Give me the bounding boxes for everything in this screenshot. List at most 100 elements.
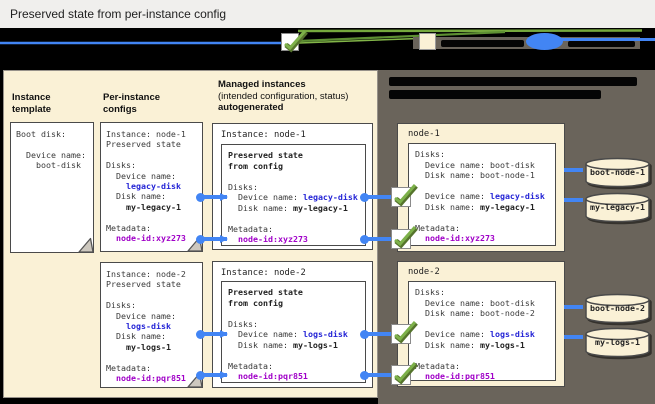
disks-label: Disks:: [106, 300, 136, 311]
disks-label: Disks:: [415, 149, 445, 159]
connector-dot: [196, 192, 205, 202]
device-name-label: Device name:: [26, 149, 86, 160]
device-name-label: Device name:: [116, 310, 176, 321]
disk-connector-line: [564, 198, 583, 202]
managed-instance-title: Instance: node-1: [221, 130, 306, 140]
preserved-state-line: Preserved state: [106, 139, 181, 150]
vm-title: node-1: [408, 129, 440, 139]
disk-cylinder-boot-node-1: boot-node-1: [582, 156, 653, 188]
metadata-label: Metadata:: [228, 223, 273, 234]
disk-name-value: my-logs-1: [479, 339, 525, 350]
device-name-label: Device name:: [238, 192, 298, 202]
preserved-state-title: Preserved state: [228, 287, 303, 297]
managed-instance-node-2-box: Instance: node-2 Preserved state from co…: [212, 261, 373, 388]
managed-header-line1: Managed instances: [218, 79, 306, 90]
instance-line: Instance: node-2: [106, 269, 186, 279]
boot-device-value: boot-disk: [489, 159, 535, 170]
managed-header-line2: (intended configuration, status): [218, 90, 349, 102]
disk-name-label: Disk name:: [425, 170, 475, 180]
boot-device-value: boot-disk: [489, 297, 535, 308]
preserved-state-title: Preserved state: [228, 150, 303, 160]
disk-name-label: Disk name:: [425, 201, 475, 212]
disk-label: my-logs-1: [595, 337, 640, 347]
title-bar: Preserved state from per-instance config: [0, 0, 655, 28]
instance-template-box: Boot disk: Device name: boot-disk: [10, 122, 94, 253]
connector-line: [364, 195, 397, 199]
preserved-state-title2: from config: [228, 160, 283, 171]
device-name-value: logs-disk: [126, 321, 171, 332]
boot-disk-value: boot-node-2: [479, 308, 535, 318]
green-checkmark-icon: [281, 30, 308, 53]
per-instance-config-node-1-box: Instance: node-1 Preserved state Disks: …: [100, 122, 203, 252]
boot-disk-label: Boot disk:: [16, 129, 66, 139]
metadata-label: Metadata:: [415, 360, 460, 371]
disks-label: Disks:: [415, 287, 445, 297]
disk-name-value: my-legacy-1: [126, 201, 181, 212]
disk-name-value: my-logs-1: [292, 339, 338, 350]
preserved-config-swatch-icon: [419, 33, 436, 50]
column-header-per-instance-configs: Per-instance configs: [103, 92, 161, 115]
disk-label: boot-node-1: [590, 167, 645, 177]
connector-dot: [196, 234, 205, 244]
metadata-label: Metadata:: [228, 360, 273, 371]
column-header-instance-template: Instance template: [12, 92, 52, 115]
device-name-value: legacy-disk: [489, 191, 545, 201]
disk-connector-line: [564, 168, 583, 172]
device-name-value: boot-disk: [36, 160, 81, 171]
connector-dot: [196, 370, 205, 380]
connector-dot: [359, 329, 369, 339]
disks-label: Disks:: [228, 181, 258, 192]
connector-arrowhead: [220, 370, 228, 379]
disk-connector-line: [564, 305, 583, 309]
disks-label: Disks:: [106, 160, 136, 171]
connector-line: [200, 332, 227, 336]
vm-actual-state-box: Disks: Device name:boot-disk Disk name:b…: [408, 281, 556, 381]
disk-label: boot-node-2: [590, 303, 645, 313]
device-name-label: Device name:: [116, 170, 176, 181]
per-instance-config-node-2-box: Instance: node-2 Preserved state Disks: …: [100, 262, 203, 388]
device-name-value: legacy-disk: [126, 181, 181, 192]
vm-node-1-box: node-1 Disks: Device name: boot-disk Disk…: [397, 123, 565, 252]
device-name-value: legacy-disk: [302, 192, 358, 202]
managed-header-line3: autogenerated: [218, 102, 284, 113]
disks-label: Disks:: [228, 318, 258, 329]
disk-name-value: my-logs-1: [126, 341, 171, 352]
folded-corner-icon: [78, 237, 94, 253]
metadata-label: Metadata:: [415, 222, 460, 233]
metadata-value: node-id:xyz273: [116, 233, 186, 244]
state-match-checkmark-icon: [391, 321, 418, 344]
state-match-checkmark-icon: [391, 184, 418, 207]
disk-name-label: Disk name:: [238, 202, 288, 213]
metadata-value: node-id:pqr851: [425, 371, 495, 381]
metadata-label: Metadata:: [106, 222, 151, 233]
connector-arrowhead: [220, 234, 228, 243]
connector-line: [200, 195, 227, 199]
column-header-managed-instances: Managed instances (intended configuratio…: [218, 79, 378, 114]
state-match-checkmark-icon: [391, 362, 418, 385]
device-name-label: Device name:: [425, 159, 485, 170]
connector-line: [364, 237, 397, 241]
metadata-value: node-id:xyz273: [425, 233, 495, 243]
boot-disk-value: boot-node-1: [479, 170, 535, 180]
disk-label: my-legacy-1: [590, 202, 645, 212]
disk-name-value: my-legacy-1: [292, 202, 348, 213]
managed-instance-title: Instance: node-2: [221, 268, 306, 278]
disk-name-label: Disk name:: [425, 308, 475, 318]
connector-line: [364, 332, 397, 336]
disk-name-label: Disk name:: [116, 191, 166, 202]
device-name-label: Device name:: [425, 191, 485, 201]
instance-line: Instance: node-1: [106, 129, 186, 139]
metadata-value: node-id:pqr851: [238, 371, 308, 381]
device-name-label: Device name:: [238, 329, 298, 339]
legend-connector-strokes: [0, 29, 643, 45]
vm-panel-heading-redacted: [389, 77, 637, 86]
connector-dot: [359, 234, 369, 244]
connector-dot: [359, 192, 369, 202]
preserved-state-line: Preserved state: [106, 279, 181, 290]
vm-panel-heading-redacted: [389, 90, 601, 99]
disk-connector-line: [564, 335, 583, 339]
connector-line: [200, 373, 227, 377]
connector-dot: [196, 329, 205, 339]
disk-cylinder-my-legacy-1: my-legacy-1: [582, 191, 653, 223]
